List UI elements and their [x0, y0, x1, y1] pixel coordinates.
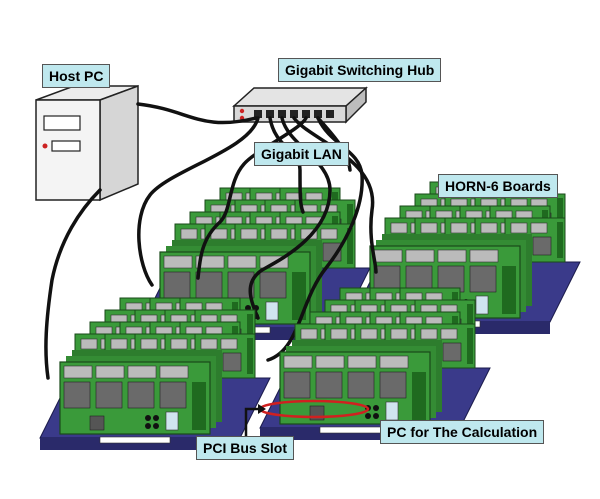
host-pc	[35, 84, 139, 202]
label-switching-hub: Gigabit Switching Hub	[278, 58, 442, 82]
label-gigabit-lan: Gigabit LAN	[254, 142, 349, 166]
label-pc-calculation: PC for The Calculation	[380, 420, 545, 444]
board-stack-front-left	[40, 298, 270, 450]
label-horn6-boards: HORN-6 Boards	[438, 174, 558, 198]
pci-arrow	[244, 404, 266, 436]
label-host-pc: Host PC	[42, 64, 111, 88]
label-pci-bus-slot: PCI Bus Slot	[196, 436, 295, 460]
